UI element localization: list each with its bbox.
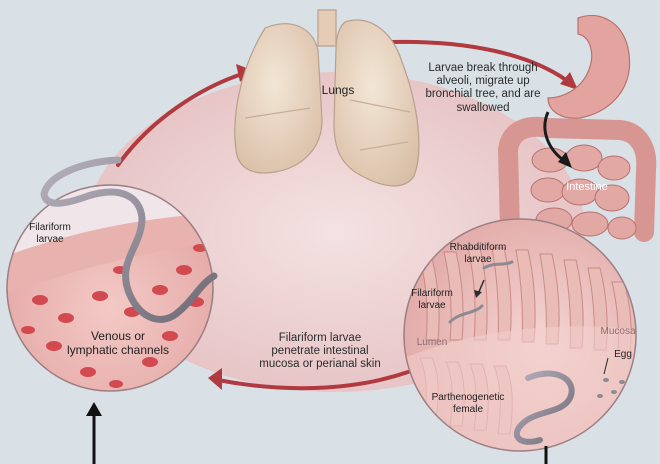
arrow-skin-to-lungs (116, 72, 244, 167)
label-penetrate-step: Filariform larvae penetrate intestinal m… (259, 332, 381, 371)
label-lumen: Lumen (416, 337, 448, 348)
mucosa-inset (403, 218, 637, 452)
label-filariform-larvae-gut: Filariform larvae (411, 288, 453, 311)
colon-frame (497, 116, 657, 242)
parthenogenetic-female-worm (513, 370, 575, 445)
arrow-lungs-to-intestine (388, 39, 568, 82)
label-rhabditiform-larvae: Rhabditiform larvae (449, 242, 507, 265)
arrow-mucosa-to-skin (216, 370, 410, 391)
label-alveoli-step: Larvae break through alveoli, migrate up… (425, 62, 541, 114)
left-lung (234, 23, 323, 174)
trachea (317, 9, 337, 47)
label-intestine: Intestine (566, 181, 608, 193)
outer-arrows (92, 414, 548, 464)
lungs-illustration (234, 9, 420, 187)
filariform-worm-skin (40, 156, 218, 323)
arrowhead-to-skin (208, 368, 222, 390)
eggs (597, 378, 625, 398)
label-mucosa: Mucosa (600, 326, 636, 337)
filariform-worm-gut (448, 304, 484, 324)
label-parthenogenetic-female: Parthenogenetic female (431, 392, 505, 415)
label-filariform-larvae-skin: Filariform larvae (29, 222, 71, 245)
stomach (547, 14, 631, 119)
label-egg: Egg (614, 349, 632, 360)
right-lung (333, 19, 420, 187)
skin-entry-arrowhead (86, 402, 102, 416)
rhabditiform-worm (482, 260, 514, 270)
cycle-arrows (116, 39, 568, 391)
label-lungs: Lungs (321, 83, 355, 97)
label-venous-channels: Venous or lymphatic channels (66, 329, 170, 357)
blood-cells (21, 244, 207, 388)
egg-pointer (603, 357, 609, 375)
arrowhead-to-intestine (560, 72, 578, 90)
